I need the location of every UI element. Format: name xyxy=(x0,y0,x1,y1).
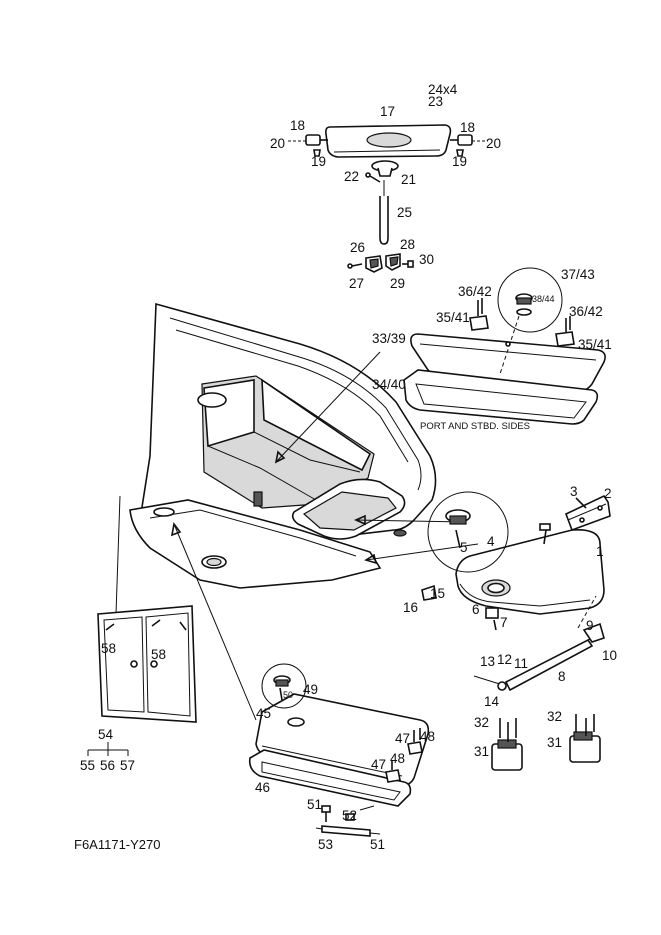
callout-28: 28 xyxy=(400,237,415,252)
callout-6: 6 xyxy=(472,602,480,617)
callout-47-lower: 47 xyxy=(371,757,386,772)
hinge-assembly xyxy=(491,714,601,771)
callout-36-42-left: 36/42 xyxy=(458,284,492,299)
callout-55: 55 xyxy=(80,758,95,773)
callout-17: 17 xyxy=(380,104,395,119)
callout-7: 7 xyxy=(500,615,508,630)
callout-32-left: 32 xyxy=(474,715,489,730)
port-stbd-note: PORT AND STBD. SIDES xyxy=(420,421,530,432)
callout-56: 56 xyxy=(100,758,115,773)
callout-1: 1 xyxy=(596,544,604,559)
callout-3: 3 xyxy=(570,484,578,499)
callout-31-right: 31 xyxy=(547,735,562,750)
callout-25: 25 xyxy=(397,205,412,220)
callout-16: 16 xyxy=(403,600,418,615)
top-handle-assembly xyxy=(288,124,488,273)
callout-32-right: 32 xyxy=(547,709,562,724)
callout-45: 45 xyxy=(256,706,271,721)
callout-20-right: 20 xyxy=(486,136,501,151)
callout-58-left: 58 xyxy=(101,641,116,656)
callout-52: 52 xyxy=(342,808,357,823)
front-lid-assembly xyxy=(421,491,611,692)
callout-38-44: 38/44 xyxy=(532,294,555,304)
callout-11: 11 xyxy=(514,656,528,671)
callout-12: 12 xyxy=(497,652,512,667)
callout-23: 23 xyxy=(428,94,443,109)
callout-51-lower: 51 xyxy=(370,837,385,852)
callout-33-39: 33/39 xyxy=(372,331,406,346)
callout-34-40: 34/40 xyxy=(372,377,406,392)
callout-24x4: 24x4 xyxy=(428,82,458,97)
door-panel-assembly xyxy=(87,605,197,756)
callout-36-42-right: 36/42 xyxy=(569,304,603,319)
callout-30: 30 xyxy=(419,252,434,267)
callout-48-lower: 48 xyxy=(390,751,405,766)
upper-side-lid-assembly xyxy=(403,267,606,425)
callout-18-right: 18 xyxy=(460,120,475,135)
callout-49: 49 xyxy=(303,682,318,697)
callout-50: 50 xyxy=(283,690,293,700)
callout-29: 29 xyxy=(390,276,405,291)
callout-26: 26 xyxy=(350,240,365,255)
diagram-code: F6A1171-Y270 xyxy=(74,837,161,852)
callout-58-right: 58 xyxy=(151,647,166,662)
callout-21: 21 xyxy=(401,172,416,187)
callout-10: 10 xyxy=(602,648,617,663)
callout-15: 15 xyxy=(430,586,445,601)
callout-8: 8 xyxy=(558,669,566,684)
callout-47-upper: 47 xyxy=(395,731,410,746)
callout-labels: 24x4 23 17 18 18 20 20 19 19 22 21 25 26… xyxy=(80,82,617,852)
callout-53: 53 xyxy=(318,837,333,852)
callout-57: 57 xyxy=(120,758,135,773)
callout-54: 54 xyxy=(98,727,114,742)
callout-19-right: 19 xyxy=(452,154,467,169)
callout-35-41-left: 35/41 xyxy=(436,310,470,325)
callout-46: 46 xyxy=(255,780,270,795)
callout-5: 5 xyxy=(460,540,468,555)
callout-2: 2 xyxy=(604,486,612,501)
callout-31-left: 31 xyxy=(474,744,489,759)
callout-35-41-right: 35/41 xyxy=(578,337,612,352)
callout-20-left: 20 xyxy=(270,136,285,151)
callout-4: 4 xyxy=(487,534,495,549)
callout-9: 9 xyxy=(586,618,594,633)
lower-lid-assembly xyxy=(248,663,430,837)
callout-37-43: 37/43 xyxy=(561,267,595,282)
callout-27: 27 xyxy=(349,276,364,291)
callout-18-left: 18 xyxy=(290,118,305,133)
callout-13: 13 xyxy=(480,654,495,669)
hull-body xyxy=(115,302,479,721)
callout-48-upper: 48 xyxy=(420,729,435,744)
callout-19-left: 19 xyxy=(311,154,326,169)
callout-14: 14 xyxy=(484,694,500,709)
callout-51-upper: 51 xyxy=(307,797,322,812)
callout-22: 22 xyxy=(344,169,359,184)
